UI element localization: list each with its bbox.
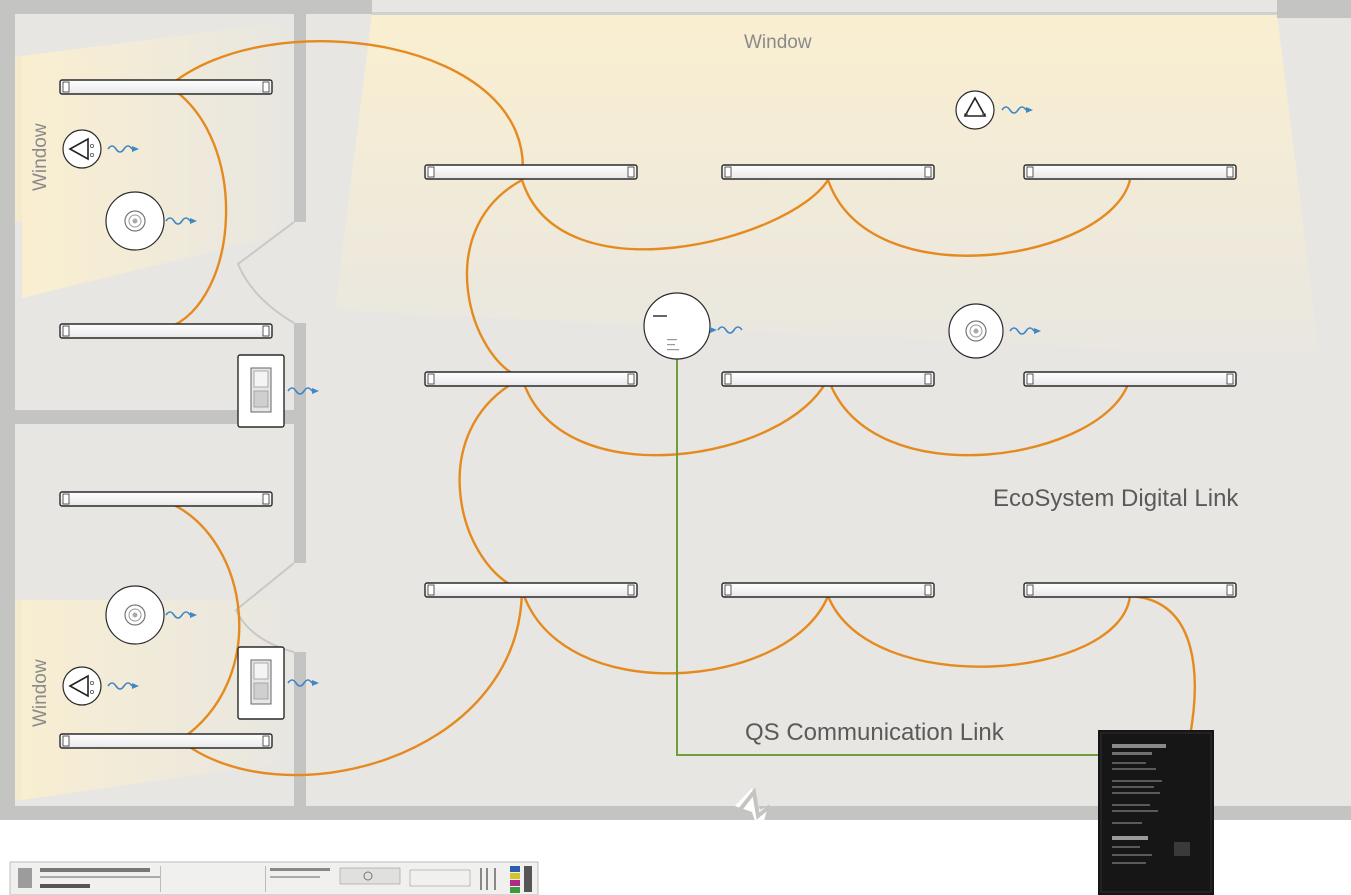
window-label-left-upper: Window	[30, 123, 51, 191]
daylight-zone-top	[335, 14, 1320, 360]
wall-break-line	[733, 787, 772, 820]
light-fixture	[59, 733, 273, 749]
wireless-hub-icon	[643, 292, 711, 360]
light-fixture	[1023, 164, 1237, 180]
light-fixture	[59, 323, 273, 339]
window-label-left-lower: Window	[30, 659, 51, 727]
light-fixture	[59, 491, 273, 507]
daylight-sensor-icon	[62, 666, 102, 706]
light-fixture	[424, 164, 638, 180]
light-fixture	[424, 582, 638, 598]
energy-saver-node-panel	[1098, 730, 1214, 895]
light-fixture	[424, 371, 638, 387]
wall-control-icon	[237, 354, 285, 428]
light-fixture	[1023, 582, 1237, 598]
daylight-sensor-icon	[62, 129, 102, 169]
wall-break-symbol	[735, 788, 768, 836]
window-frame-left-upper	[15, 56, 22, 222]
door-upper	[236, 221, 295, 324]
wall-control-icon	[237, 646, 285, 720]
qs-communication-link-label: QS Communication Link	[745, 719, 1005, 746]
ecosystem-digital-link-label: EcoSystem Digital Link	[993, 485, 1239, 512]
top-window-line	[372, 12, 1277, 15]
occupancy-sensor-icon	[105, 191, 165, 251]
occupancy-sensor-icon	[948, 303, 1004, 359]
daylight-sensor-icon	[955, 90, 995, 130]
ecosystem-ballast	[9, 861, 539, 895]
light-fixture	[721, 371, 935, 387]
walls	[0, 0, 1351, 820]
light-fixture	[1023, 371, 1237, 387]
light-fixture	[721, 582, 935, 598]
signal-arrow-icon	[132, 107, 1041, 689]
daylight-zone-left-lower	[22, 600, 300, 800]
occupancy-sensor-icon	[105, 585, 165, 645]
ecosystem-digital-link-wiring	[167, 40, 1196, 777]
wireless-signal-icon	[107, 106, 1035, 690]
window-label-top: Window	[744, 32, 812, 53]
light-fixture	[721, 164, 935, 180]
qs-communication-link-wiring	[676, 356, 1098, 756]
light-fixture	[59, 79, 273, 95]
window-frame-left-lower	[15, 600, 22, 800]
